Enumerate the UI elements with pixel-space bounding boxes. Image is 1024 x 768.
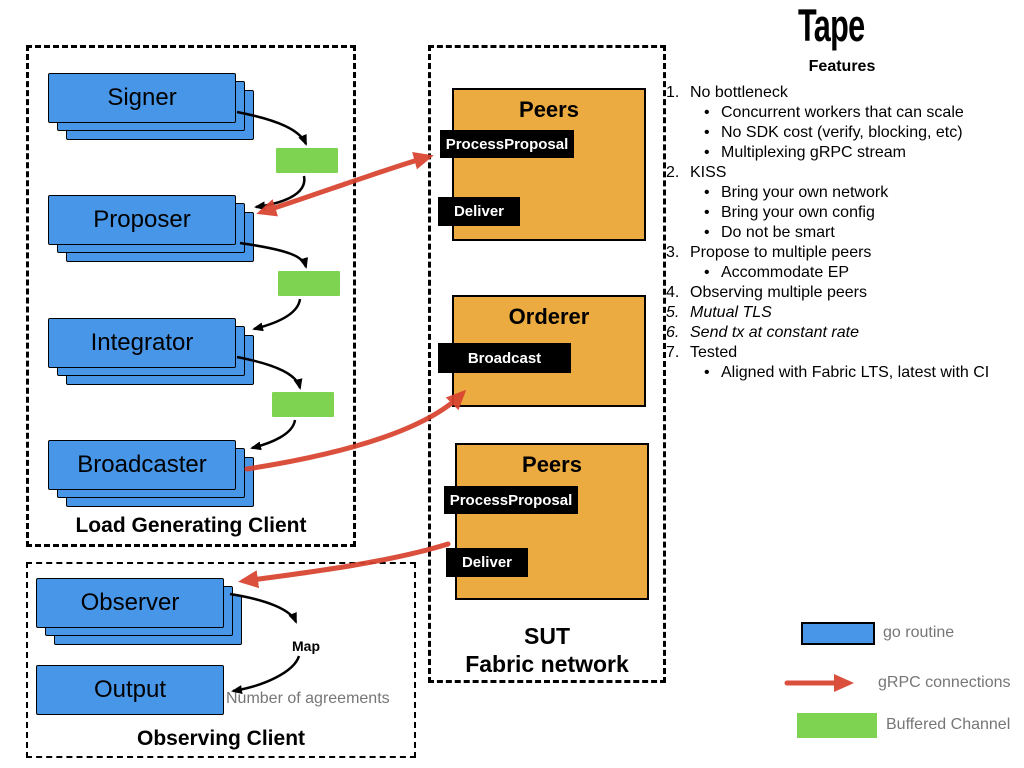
feature-item: 3.Propose to multiple peers xyxy=(666,244,872,261)
legend-buffered-channel-swatch xyxy=(797,713,877,738)
feature-item: •Aligned with Fabric LTS, latest with CI xyxy=(704,364,990,381)
broadcaster-stack: Broadcaster xyxy=(48,440,256,510)
load-generating-client-region: Load Generating Client xyxy=(26,45,356,547)
buffered-channel xyxy=(278,271,340,296)
grpc-arrow-proposer-to-peers xyxy=(342,152,434,187)
feature-item: 1.No bottleneck xyxy=(666,84,788,101)
load-generating-client-label: Load Generating Client xyxy=(75,514,307,537)
feature-item: •Multiplexing gRPC stream xyxy=(704,144,906,161)
feature-item: 4.Observing multiple peers xyxy=(666,284,867,301)
signer-stack: Signer xyxy=(48,73,256,143)
integrator-stack: Integrator xyxy=(48,318,256,388)
feature-item: •Accommodate EP xyxy=(704,264,850,281)
sut-label-line1: SUT xyxy=(524,623,570,649)
feature-item: •No SDK cost (verify, blocking, etc) xyxy=(704,124,963,141)
legend-buffered-channel-label: Buffered Channel xyxy=(886,716,1011,733)
feature-item: •Do not be smart xyxy=(704,224,835,241)
feature-item: 7.Tested xyxy=(666,344,738,361)
deliver-label: Deliver xyxy=(446,548,528,577)
process-proposal-label: ProcessProposal xyxy=(440,130,574,158)
observing-client-label: Observing Client xyxy=(136,727,306,750)
page-title: Tape xyxy=(798,0,865,51)
feature-item: 5.Mutual TLS xyxy=(666,304,772,321)
feature-item: 2.KISS xyxy=(666,164,727,181)
proposer-box: Proposer xyxy=(48,195,236,245)
buffered-channel xyxy=(272,392,334,417)
legend-go-routine-label: go routine xyxy=(883,624,955,641)
features-panel: Features 1.No bottleneck •Concurrent wor… xyxy=(666,58,1018,383)
sut-label-line2: Fabric network xyxy=(465,651,629,677)
feature-item: •Concurrent workers that can scale xyxy=(704,104,964,121)
map-label: Map xyxy=(292,638,320,654)
integrator-box: Integrator xyxy=(48,318,236,368)
deliver-label: Deliver xyxy=(438,197,520,226)
process-proposal-label: ProcessProposal xyxy=(444,486,578,514)
output-box: Output xyxy=(36,665,224,715)
peers-bottom-title: Peers xyxy=(522,452,582,477)
proposer-stack: Proposer xyxy=(48,195,256,265)
orderer-title: Orderer xyxy=(508,304,590,329)
legend-grpc-label: gRPC connections xyxy=(878,674,1011,691)
feature-item: 6.Send tx at constant rate xyxy=(666,324,859,341)
agreements-note: Number of agreements xyxy=(226,690,390,707)
feature-item: •Bring your own config xyxy=(704,204,875,221)
signer-box: Signer xyxy=(48,73,236,123)
feature-item: •Bring your own network xyxy=(704,184,889,201)
sut-label: SUT Fabric network xyxy=(428,622,666,678)
peers-top-title: Peers xyxy=(519,97,579,122)
broadcaster-box: Broadcaster xyxy=(48,440,236,490)
legend-go-routine-swatch xyxy=(801,622,875,645)
broadcast-label: Broadcast xyxy=(438,343,571,373)
observer-stack: Observer xyxy=(36,578,244,648)
observer-box: Observer xyxy=(36,578,224,628)
features-heading: Features xyxy=(808,58,876,75)
observing-client-region: Observing Client xyxy=(26,562,416,758)
sut-region xyxy=(428,45,666,683)
buffered-channel xyxy=(276,148,338,173)
